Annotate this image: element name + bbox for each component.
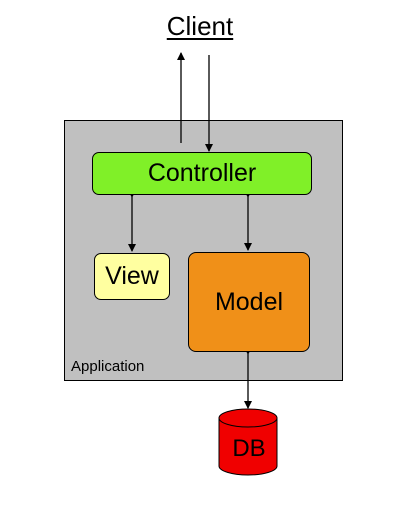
- view-label: View: [105, 262, 159, 290]
- controller-label: Controller: [147, 159, 257, 187]
- db-label: DB: [232, 435, 266, 462]
- view-box: View: [94, 253, 170, 300]
- db-body: [218, 417, 278, 476]
- controller-box: Controller: [92, 152, 312, 195]
- model-box: Model: [188, 252, 310, 352]
- application-label: Application: [71, 358, 145, 375]
- client-title: Client: [166, 11, 234, 41]
- db-top: [218, 408, 278, 428]
- db-cylinder: [218, 408, 278, 476]
- model-label: Model: [214, 287, 284, 316]
